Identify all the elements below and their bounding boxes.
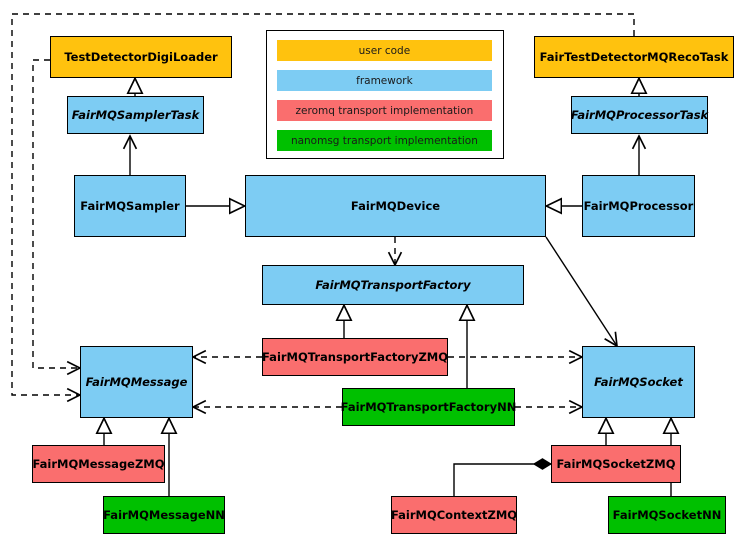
- edge-socketzmq-to-contextzmq: [453, 464, 551, 496]
- class-node-FairMQSocket[interactable]: FairMQSocket: [582, 346, 695, 418]
- class-node-FairMQSocketZMQ[interactable]: FairMQSocketZMQ: [551, 445, 681, 483]
- legend-item-nanomsg: nanomsg transport implementation: [277, 130, 492, 151]
- class-node-FairMQDevice[interactable]: FairMQDevice: [245, 175, 546, 237]
- legend-panel: user code framework zeromq transport imple…: [266, 30, 504, 159]
- class-node-FairMQProcessorTask[interactable]: FairMQProcessorTask: [571, 96, 708, 134]
- edge-device-to-socket: [545, 236, 617, 346]
- class-node-FairMQTransportFactory[interactable]: FairMQTransportFactory: [262, 265, 524, 305]
- class-node-FairMQSamplerTask[interactable]: FairMQSamplerTask: [67, 96, 204, 134]
- class-node-FairMQMessage[interactable]: FairMQMessage: [80, 346, 193, 418]
- class-node-FairMQProcessor[interactable]: FairMQProcessor: [582, 175, 695, 237]
- class-node-FairMQMessageNN[interactable]: FairMQMessageNN: [103, 496, 225, 534]
- class-node-FairMQContextZMQ[interactable]: FairMQContextZMQ: [391, 496, 517, 534]
- legend-item-user: user code: [277, 40, 492, 61]
- legend-item-framework: framework: [277, 70, 492, 91]
- legend-item-zeromq: zeromq transport implementation: [277, 100, 492, 121]
- class-node-FairMQTransportFactoryNN[interactable]: FairMQTransportFactoryNN: [341, 388, 516, 426]
- class-node-FairTestDetectorMQRecoTask[interactable]: FairTestDetectorMQRecoTask: [534, 36, 734, 78]
- class-node-FairMQSocketNN[interactable]: FairMQSocketNN: [608, 496, 726, 534]
- class-node-FairMQMessageZMQ[interactable]: FairMQMessageZMQ: [32, 445, 165, 483]
- class-node-FairMQSampler[interactable]: FairMQSampler: [74, 175, 186, 237]
- class-node-TestDetectorDigiLoader[interactable]: TestDetectorDigiLoader: [50, 36, 232, 78]
- class-node-FairMQTransportFactoryZMQ[interactable]: FairMQTransportFactoryZMQ: [262, 338, 448, 376]
